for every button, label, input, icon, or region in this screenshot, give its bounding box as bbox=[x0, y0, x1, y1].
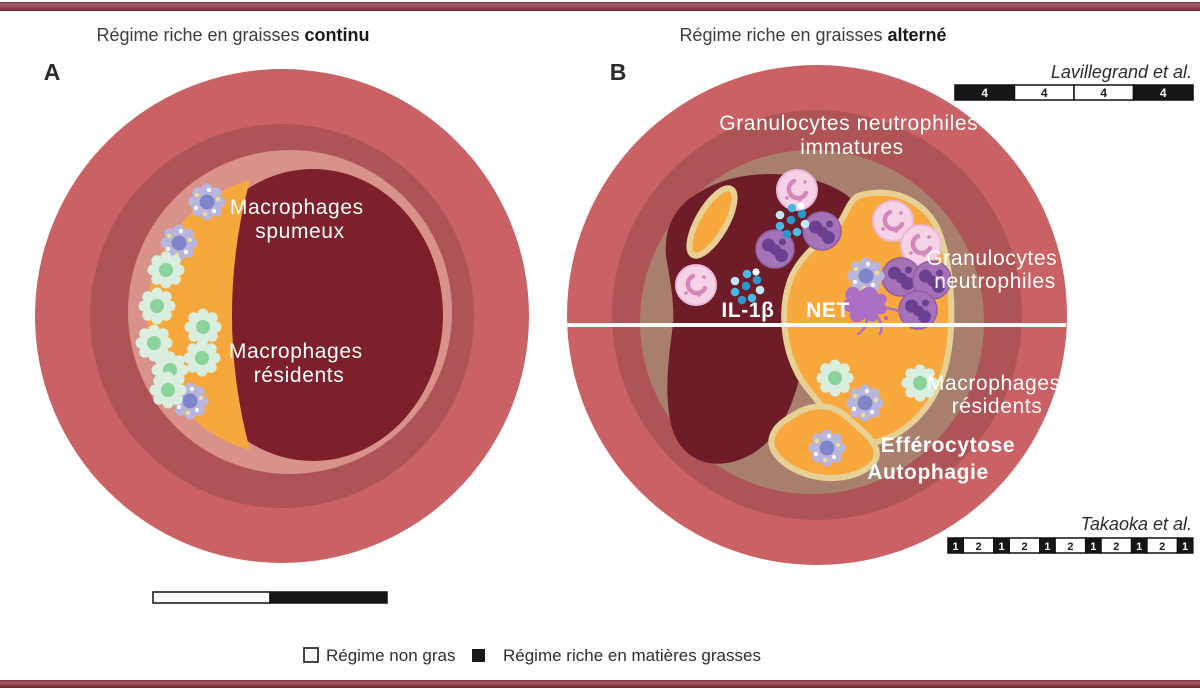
label-autophagie: Autophagie bbox=[867, 461, 989, 484]
bar-segment-label: 1 bbox=[953, 541, 959, 553]
bar-segment-label: 4 bbox=[1100, 86, 1107, 100]
bar-segment-label: 1 bbox=[998, 541, 1004, 553]
vessel-b-plaque-sliver bbox=[686, 185, 738, 259]
label-efferocytose: Efférocytose bbox=[881, 434, 1015, 457]
bar-segment-label: 4 bbox=[1041, 86, 1048, 100]
panel-a-vessel: Macrophages spumeux Macrophages résident… bbox=[35, 69, 529, 563]
panel-b-vessel: Granulocytes neutrophiles immatures Gran… bbox=[558, 65, 1067, 565]
legend-label-nonfat: Régime non gras bbox=[326, 646, 455, 665]
half-divider-line bbox=[558, 323, 1066, 327]
citation-takaoka: Takaoka et al. bbox=[1081, 514, 1192, 534]
bar-segment-label: 2 bbox=[1113, 541, 1119, 553]
legend-label-highfat: Régime riche en matières grasses bbox=[503, 646, 761, 665]
resident-macrophage-cell bbox=[138, 287, 176, 325]
top-rule bbox=[0, 2, 1200, 11]
resident-macrophage-cell bbox=[183, 339, 221, 377]
bar-segment-label: 1 bbox=[1044, 541, 1050, 553]
label-macrophages-residents-b: Macrophages résidents bbox=[927, 372, 1067, 418]
bar-segment-label: 4 bbox=[1160, 86, 1167, 100]
panel-a-letter: A bbox=[44, 59, 61, 85]
legend: Régime non gras Régime riche en matières… bbox=[303, 646, 761, 665]
label-granulocytes-immatures: Granulocytes neutrophiles immatures bbox=[719, 112, 984, 159]
bar-segment-label: 2 bbox=[1067, 541, 1073, 553]
bar-segment-label: 4 bbox=[981, 86, 988, 100]
resident-macrophage-cell bbox=[147, 251, 185, 289]
label-granulocytes-neutrophiles: Granulocytes neutrophiles bbox=[926, 247, 1063, 293]
bar-segment-label: 2 bbox=[1021, 541, 1027, 553]
bar-segment-label: 1 bbox=[1182, 541, 1188, 553]
legend-swatch-highfat bbox=[472, 649, 485, 662]
neutrophil-cell bbox=[802, 211, 842, 251]
diet-bar-takaoka: 1 2 1 2 1 2 1 2 1 2 1 bbox=[947, 537, 1194, 554]
label-macrophages-spumeux: Macrophages spumeux bbox=[230, 196, 370, 243]
scale-bar-black-segment bbox=[269, 591, 388, 604]
label-macrophages-residents-a: Macrophages résidents bbox=[229, 340, 369, 387]
bar-segment-label: 2 bbox=[1159, 541, 1165, 553]
resident-macrophage-cell bbox=[816, 359, 854, 397]
bar-segment-label: 2 bbox=[976, 541, 982, 553]
immature-neutrophil-cell bbox=[777, 170, 817, 210]
bottom-rule bbox=[0, 680, 1200, 688]
resident-macrophage-cell bbox=[149, 371, 187, 409]
bar-segment-label: 1 bbox=[1090, 541, 1096, 553]
vessel-a-lumen bbox=[183, 169, 443, 461]
panel-b-letter: B bbox=[610, 59, 627, 85]
citation-lavillegrand: Lavillegrand et al. bbox=[1051, 62, 1192, 82]
bar-segment-label: 1 bbox=[1136, 541, 1142, 553]
scale-bar-white-segment bbox=[152, 591, 271, 604]
panel-b-title: Régime riche en graisses alterné bbox=[679, 25, 946, 45]
immature-neutrophil-cell bbox=[676, 265, 716, 305]
foamy-macrophage-cell bbox=[808, 429, 846, 467]
foamy-macrophage-cell bbox=[188, 183, 226, 221]
diet-bar-lavillegrand: 4 4 4 4 bbox=[954, 84, 1194, 101]
label-il1b: IL-1β bbox=[721, 299, 774, 322]
foamy-macrophage-cell bbox=[846, 384, 884, 422]
legend-swatch-nonfat bbox=[303, 647, 319, 663]
panel-a-title: Régime riche en graisses continu bbox=[96, 25, 369, 45]
label-net: NET bbox=[806, 299, 850, 322]
diet-scale-bar-a bbox=[152, 591, 388, 604]
